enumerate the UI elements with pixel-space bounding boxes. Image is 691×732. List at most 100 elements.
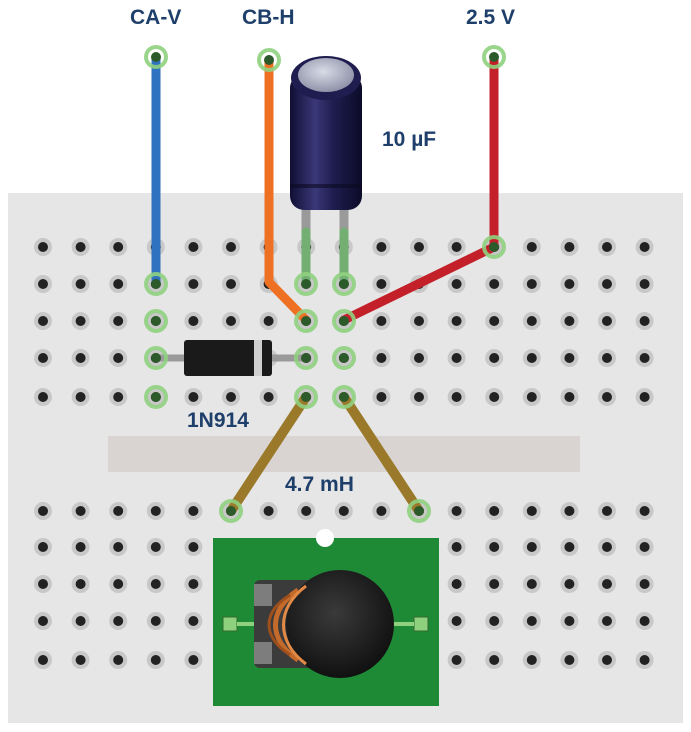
breadboard-hole: [522, 238, 541, 256]
breadboard-hole: [522, 275, 541, 293]
breadboard-hole: [71, 388, 90, 406]
breadboard-hole: [560, 502, 579, 520]
breadboard-hole: [598, 651, 616, 669]
breadboard-hole: [109, 388, 128, 406]
breadboard-hole: [184, 651, 203, 669]
connection-point: [144, 272, 168, 296]
connection-point: [332, 346, 356, 370]
breadboard-hole: [560, 651, 579, 669]
breadboard-hole: [447, 575, 466, 593]
breadboard-hole: [372, 502, 391, 520]
breadboard-hole: [372, 388, 391, 406]
breadboard-hole: [522, 502, 541, 520]
connection-point: [407, 499, 431, 523]
breadboard-hole: [34, 238, 52, 256]
breadboard-hole: [259, 312, 278, 330]
breadboard-hole: [109, 349, 128, 367]
breadboard-hole: [34, 275, 52, 293]
label-supply: 2.5 V: [466, 6, 516, 29]
breadboard-hole: [259, 388, 278, 406]
breadboard-hole: [410, 388, 428, 406]
breadboard-hole: [635, 538, 654, 556]
connection-point: [332, 309, 356, 333]
breadboard-hole: [109, 312, 128, 330]
breadboard-hole: [522, 612, 541, 630]
breadboard-hole: [522, 575, 541, 593]
breadboard-hole: [184, 538, 203, 556]
breadboard-hole: [560, 538, 579, 556]
breadboard-hole: [34, 575, 52, 593]
connection-point: [482, 45, 506, 69]
breadboard-hole: [184, 502, 203, 520]
breadboard-hole: [71, 238, 90, 256]
breadboard-hole: [146, 502, 165, 520]
connection-point: [144, 346, 168, 370]
breadboard-hole: [34, 612, 52, 630]
breadboard-hole: [635, 349, 654, 367]
breadboard-hole: [598, 349, 616, 367]
breadboard-hole: [522, 312, 541, 330]
breadboard-hole: [485, 651, 504, 669]
breadboard-hole: [598, 612, 616, 630]
breadboard-hole: [184, 238, 203, 256]
breadboard-hole: [635, 312, 654, 330]
connection-point: [144, 309, 168, 333]
breadboard-hole: [372, 312, 391, 330]
breadboard-hole: [522, 388, 541, 406]
breadboard-hole: [146, 612, 165, 630]
breadboard-hole: [598, 312, 616, 330]
connection-point: [294, 272, 318, 296]
inductor-4-7mh[interactable]: [213, 529, 439, 706]
label-ca-v: CA-V: [130, 6, 182, 29]
breadboard-hole: [109, 502, 128, 520]
breadboard-hole: [109, 538, 128, 556]
breadboard-hole: [522, 651, 541, 669]
connection-point: [294, 346, 318, 370]
breadboard-hole: [635, 651, 654, 669]
breadboard-hole: [146, 575, 165, 593]
breadboard-hole: [598, 538, 616, 556]
breadboard-hole: [447, 312, 466, 330]
breadboard-hole: [598, 275, 616, 293]
breadboard-hole: [598, 575, 616, 593]
breadboard-hole: [485, 349, 504, 367]
capacitor-10uf[interactable]: [290, 56, 362, 210]
breadboard-hole: [34, 312, 52, 330]
breadboard-hole: [222, 238, 240, 256]
breadboard-hole: [522, 538, 541, 556]
breadboard-hole: [297, 502, 316, 520]
diode-1n914[interactable]: [152, 340, 310, 376]
breadboard-hole: [485, 312, 504, 330]
breadboard-hole: [184, 575, 203, 593]
wire-cb-h[interactable]: [264, 55, 311, 325]
breadboard-hole: [447, 651, 466, 669]
breadboard-hole: [184, 612, 203, 630]
breadboard-hole: [71, 312, 90, 330]
breadboard-hole: [447, 612, 466, 630]
breadboard-hole: [410, 349, 428, 367]
breadboard-hole: [560, 349, 579, 367]
breadboard-hole: [34, 388, 52, 406]
connection-point: [294, 309, 318, 333]
breadboard-hole: [109, 651, 128, 669]
breadboard-hole: [447, 238, 466, 256]
breadboard-hole: [372, 349, 391, 367]
connection-point: [332, 385, 356, 409]
label-diode: 1N914: [187, 409, 249, 432]
breadboard-hole: [222, 312, 240, 330]
breadboard-hole: [71, 538, 90, 556]
breadboard-hole: [71, 575, 90, 593]
breadboard-hole: [635, 575, 654, 593]
breadboard-hole: [447, 275, 466, 293]
connection-point: [294, 385, 318, 409]
breadboard-hole: [71, 612, 90, 630]
breadboard-hole: [71, 502, 90, 520]
breadboard-hole: [560, 275, 579, 293]
breadboard-hole: [109, 238, 128, 256]
breadboard-hole: [560, 312, 579, 330]
breadboard-hole: [635, 238, 654, 256]
label-cb-h: CB-H: [242, 6, 295, 29]
breadboard-hole: [71, 349, 90, 367]
